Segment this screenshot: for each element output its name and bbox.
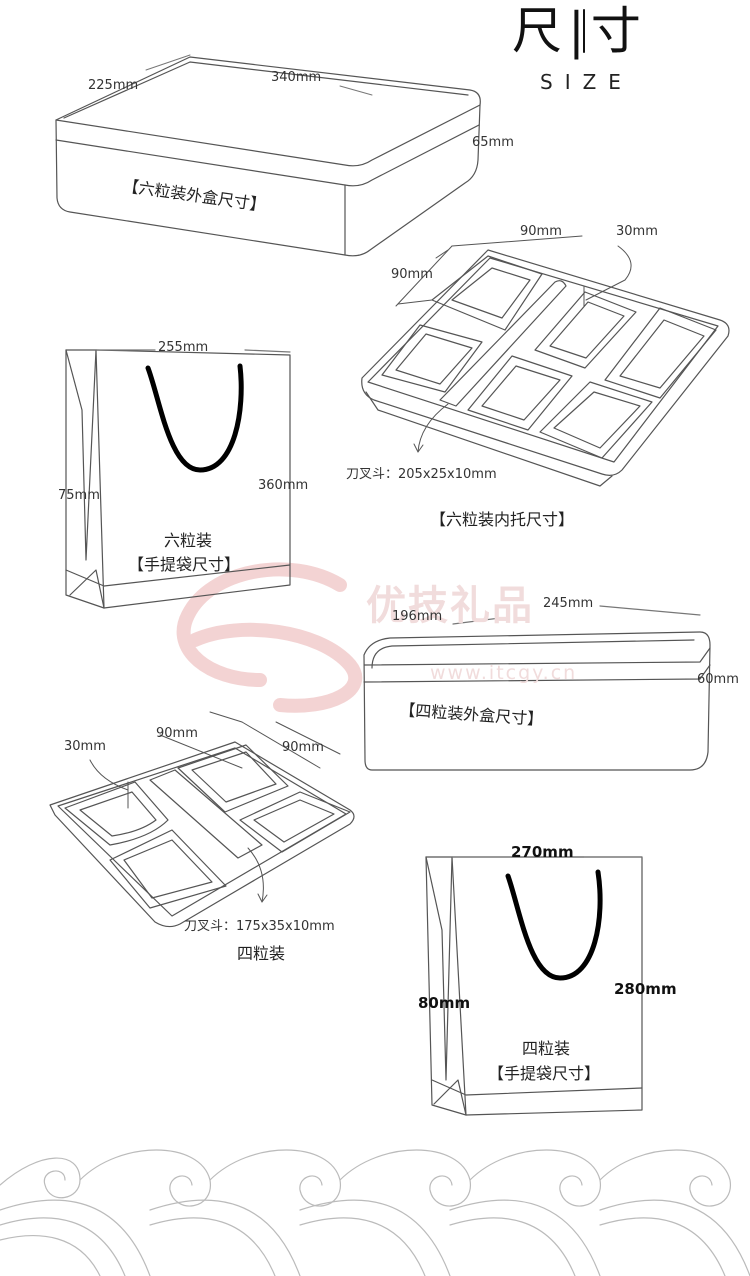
four-box-drawing bbox=[363, 605, 711, 771]
four-bag-drawing bbox=[425, 856, 643, 1116]
six-box-height-label: 65mm bbox=[472, 135, 514, 150]
wave-footer bbox=[0, 1149, 750, 1276]
four-tray-height-label: 30mm bbox=[64, 739, 106, 754]
six-bag-caption: 【手提袋尺寸】 bbox=[128, 555, 241, 574]
six-tray-caption: 【六粒装内托尺寸】 bbox=[430, 510, 575, 529]
four-bag-handle bbox=[505, 869, 603, 981]
six-bag-label: 六粒装 bbox=[164, 531, 213, 550]
four-bag-caption: 【手提袋尺寸】 bbox=[488, 1064, 601, 1083]
six-bag-side-label: 75mm bbox=[58, 488, 100, 503]
six-bag-width-label: 255mm bbox=[158, 340, 209, 355]
four-tray-width-label: 90mm bbox=[282, 740, 324, 755]
six-tray-width-label: 90mm bbox=[391, 267, 433, 282]
four-box-height-label: 60mm bbox=[697, 672, 739, 687]
four-bag-label: 四粒装 bbox=[522, 1039, 571, 1058]
six-tray-length-label: 90mm bbox=[520, 224, 562, 239]
six-tray-height-label: 30mm bbox=[616, 224, 658, 239]
four-bag-height-label: 280mm bbox=[614, 980, 677, 998]
watermark-logo bbox=[176, 562, 363, 713]
four-tray-drawing bbox=[49, 741, 355, 928]
six-box-width-label: 340mm bbox=[271, 70, 322, 85]
watermark-url: www.itcgy.cn bbox=[430, 662, 578, 684]
six-bag-height-label: 360mm bbox=[258, 478, 309, 493]
four-box-width-label: 245mm bbox=[543, 596, 594, 611]
six-bag-drawing bbox=[65, 349, 291, 609]
page-subtitle: SIZE bbox=[540, 70, 633, 94]
watermark-brand: 优技礼品 bbox=[366, 583, 534, 629]
four-box-depth-label: 196mm bbox=[392, 609, 443, 624]
four-tray-length-label: 90mm bbox=[156, 726, 198, 741]
six-box-depth-label: 225mm bbox=[88, 78, 139, 93]
four-bag-width-label: 270mm bbox=[511, 843, 574, 861]
six-bag-handle bbox=[145, 363, 244, 473]
four-tray-caption: 四粒装 bbox=[237, 944, 286, 963]
four-tray-dim-lines bbox=[89, 711, 341, 903]
four-bag-side-label: 80mm bbox=[418, 994, 471, 1012]
six-box-dim-lines bbox=[145, 54, 373, 96]
page-title: 尺|寸 bbox=[512, 2, 647, 60]
four-tray-cutlery-label: 刀叉斗：175x35x10mm bbox=[184, 919, 335, 934]
six-tray-cutlery-label: 刀叉斗：205x25x10mm bbox=[346, 467, 497, 482]
six-tray-drawing bbox=[361, 249, 730, 487]
six-tray-dim-lines bbox=[395, 235, 632, 453]
six-box-drawing bbox=[55, 56, 481, 257]
